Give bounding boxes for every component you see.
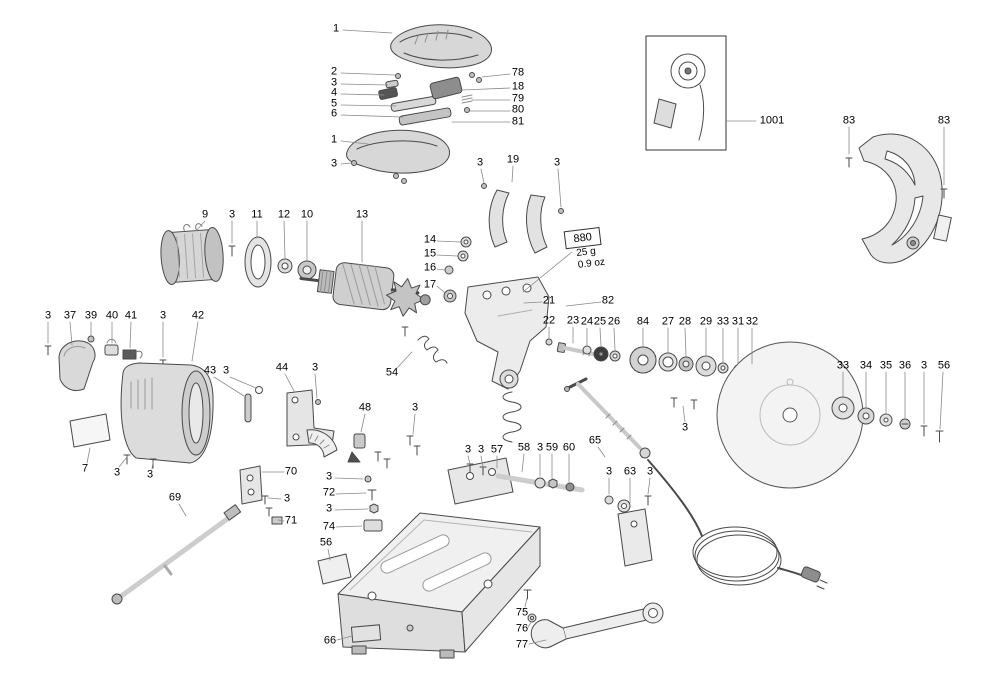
lever-spring-drawing (401, 326, 448, 364)
leader-line (527, 620, 533, 628)
leader-line (340, 93, 385, 96)
stator-drawing (160, 223, 224, 285)
blade-flange-drawing (831, 396, 944, 443)
leader-line (86, 447, 91, 464)
leader-line (436, 285, 446, 294)
return-spring-drawing (502, 391, 522, 443)
switch-parts-drawing (378, 72, 482, 126)
fence-rod-drawing (447, 457, 585, 505)
leader-line (340, 114, 404, 118)
leader-line (340, 72, 396, 76)
leader-line (523, 301, 543, 304)
blade-guard-drawing (845, 133, 952, 264)
leader-line (267, 497, 282, 500)
leader-line (467, 455, 471, 465)
leader-line (277, 519, 285, 522)
leader-line (597, 446, 606, 458)
base-fasteners-drawing (363, 475, 383, 532)
leader-line (342, 29, 393, 34)
leader-line (684, 327, 687, 357)
top-handle-drawing (390, 24, 492, 69)
leader-line (213, 376, 245, 397)
depth-rod-drawing (111, 465, 283, 605)
leader-line (340, 83, 389, 86)
saw-blade-drawing (716, 341, 864, 489)
spindle-parts-drawing (545, 338, 757, 410)
leader-line (284, 373, 295, 392)
leader-line (335, 525, 363, 528)
leader-line (511, 165, 514, 183)
lower-handle-drawing (346, 129, 450, 184)
leader-line (480, 455, 484, 468)
leader-line (682, 405, 686, 423)
leader-line (480, 168, 485, 184)
wrench-fasteners-drawing (523, 589, 537, 623)
base-drawing (337, 512, 541, 659)
label-plate-drawing (69, 413, 111, 448)
grease-tag: 880 25 g 0.9 oz (563, 226, 606, 273)
leader-line (283, 220, 286, 259)
leader-lines-layer (47, 29, 945, 645)
leader-line (195, 220, 206, 232)
fastener-group-drawing (347, 433, 421, 469)
leader-line (521, 453, 525, 473)
leader-line (334, 477, 364, 480)
pivot-pin-drawing (244, 386, 263, 423)
leader-line (229, 376, 257, 389)
clamp-spindle-drawing (564, 377, 651, 459)
leader-line (327, 548, 331, 561)
leader-line (481, 73, 511, 78)
leader-line (151, 461, 154, 470)
leader-line (436, 268, 445, 271)
leader-line (461, 87, 511, 91)
leader-line (340, 104, 397, 107)
leader-line (647, 477, 651, 495)
leader-line (528, 639, 547, 645)
leader-line (396, 351, 413, 369)
leader-line (565, 301, 602, 307)
bearing-parts-drawing (228, 236, 317, 288)
leader-line (336, 635, 353, 641)
leader-line (613, 327, 616, 351)
leader-line (118, 456, 128, 468)
guard-link-drawing (481, 183, 564, 254)
leader-line (178, 503, 187, 517)
leader-line (69, 321, 73, 346)
leader-line (436, 240, 461, 243)
leader-line (314, 373, 318, 399)
leader-line (524, 597, 528, 608)
leader-line (599, 327, 602, 347)
angle-bracket-drawing (286, 389, 338, 458)
small-washers-drawing (443, 236, 472, 303)
leader-line (412, 413, 416, 435)
leader-line (340, 162, 353, 165)
power-cord-drawing (647, 459, 828, 590)
leader-line (191, 321, 199, 362)
brush-parts-drawing (44, 335, 167, 392)
wrench-drawing (530, 602, 664, 649)
leader-line (557, 168, 562, 208)
armature-drawing (299, 262, 431, 317)
leader-line (360, 413, 366, 433)
inset-detail-drawing (645, 35, 727, 151)
leader-line (129, 321, 132, 349)
sticker-drawing (317, 553, 352, 585)
leader-line (335, 492, 367, 495)
gear-housing-drawing (464, 276, 550, 390)
grease-tag-leader (522, 251, 573, 293)
leader-line (939, 371, 944, 430)
support-bracket-drawing (604, 495, 653, 567)
leader-line (340, 140, 369, 145)
motor-housing-drawing (120, 362, 214, 469)
leader-line (334, 508, 369, 511)
leader-line (436, 254, 458, 257)
